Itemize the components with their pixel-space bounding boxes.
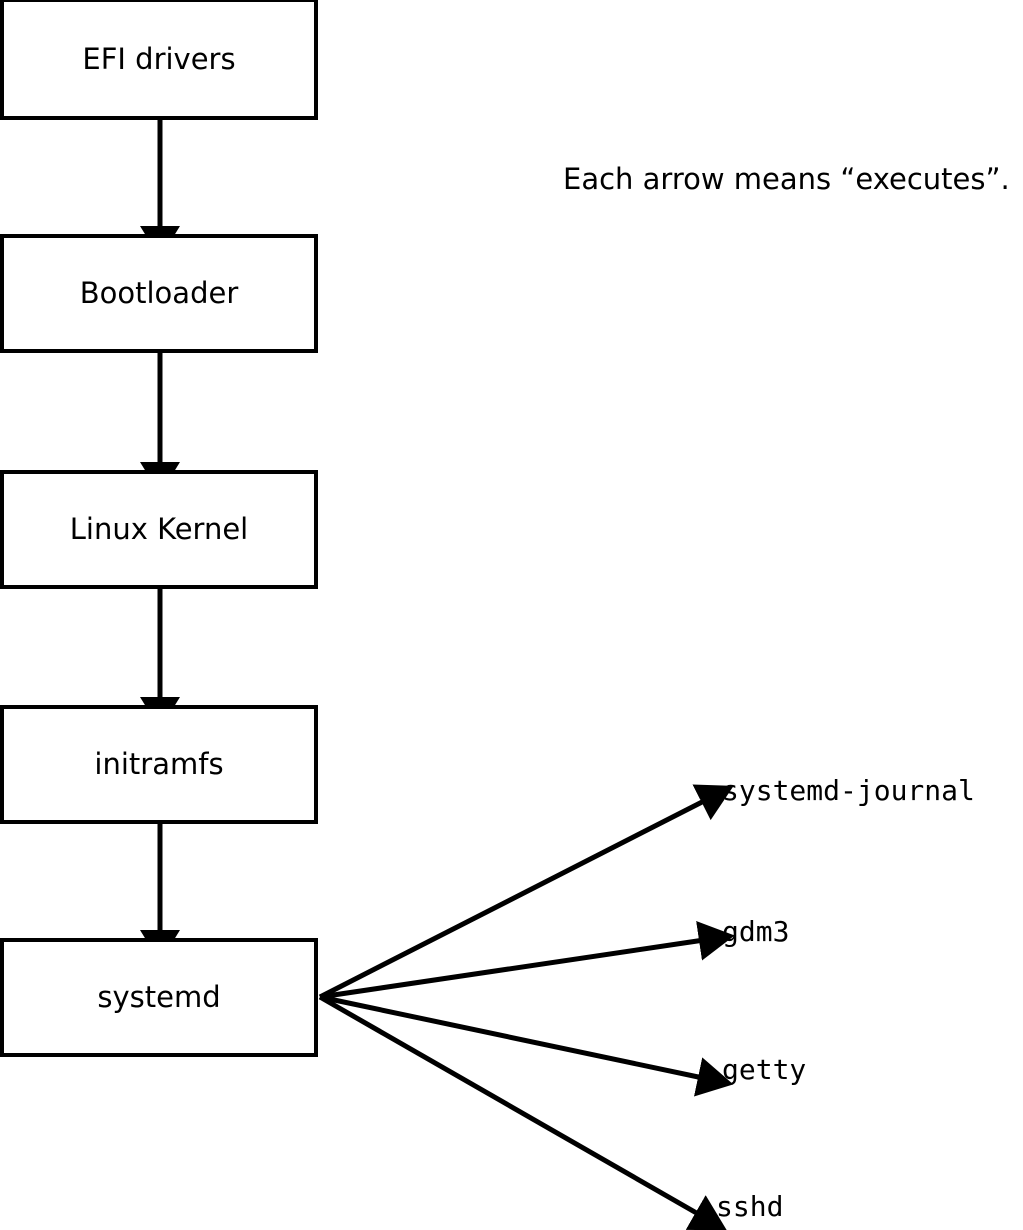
fanout-arrow-layer — [318, 784, 735, 1230]
chain-box-efi-drivers: EFI drivers — [0, 0, 318, 120]
chain-box-bootloader: Bootloader — [0, 234, 318, 353]
chain-box-linux-kernel: Linux Kernel — [0, 470, 318, 589]
service-label-gdm3: gdm3 — [722, 915, 790, 948]
chain-box-label: Linux Kernel — [69, 512, 249, 546]
chain-box-systemd: systemd — [0, 938, 318, 1057]
fanout-arrow-systemd-to-getty — [319, 994, 734, 1097]
service-label-sshd: sshd — [716, 1190, 784, 1223]
fanout-arrow-systemd-to-sshd — [318, 994, 727, 1230]
chain-box-initramfs: initramfs — [0, 705, 318, 824]
chain-box-label: Bootloader — [79, 276, 239, 310]
chain-box-label: initramfs — [94, 747, 224, 781]
service-label-systemd-journal: systemd-journal — [722, 774, 975, 807]
chain-box-label: EFI drivers — [82, 41, 236, 76]
legend-note: Each arrow means “executes”. — [563, 162, 1010, 196]
service-label-getty: getty — [722, 1053, 807, 1086]
chain-box-label: systemd — [97, 980, 221, 1014]
fanout-arrow-systemd-to-gdm3 — [319, 920, 735, 1000]
fanout-arrow-systemd-to-systemd-journal — [318, 784, 734, 1000]
